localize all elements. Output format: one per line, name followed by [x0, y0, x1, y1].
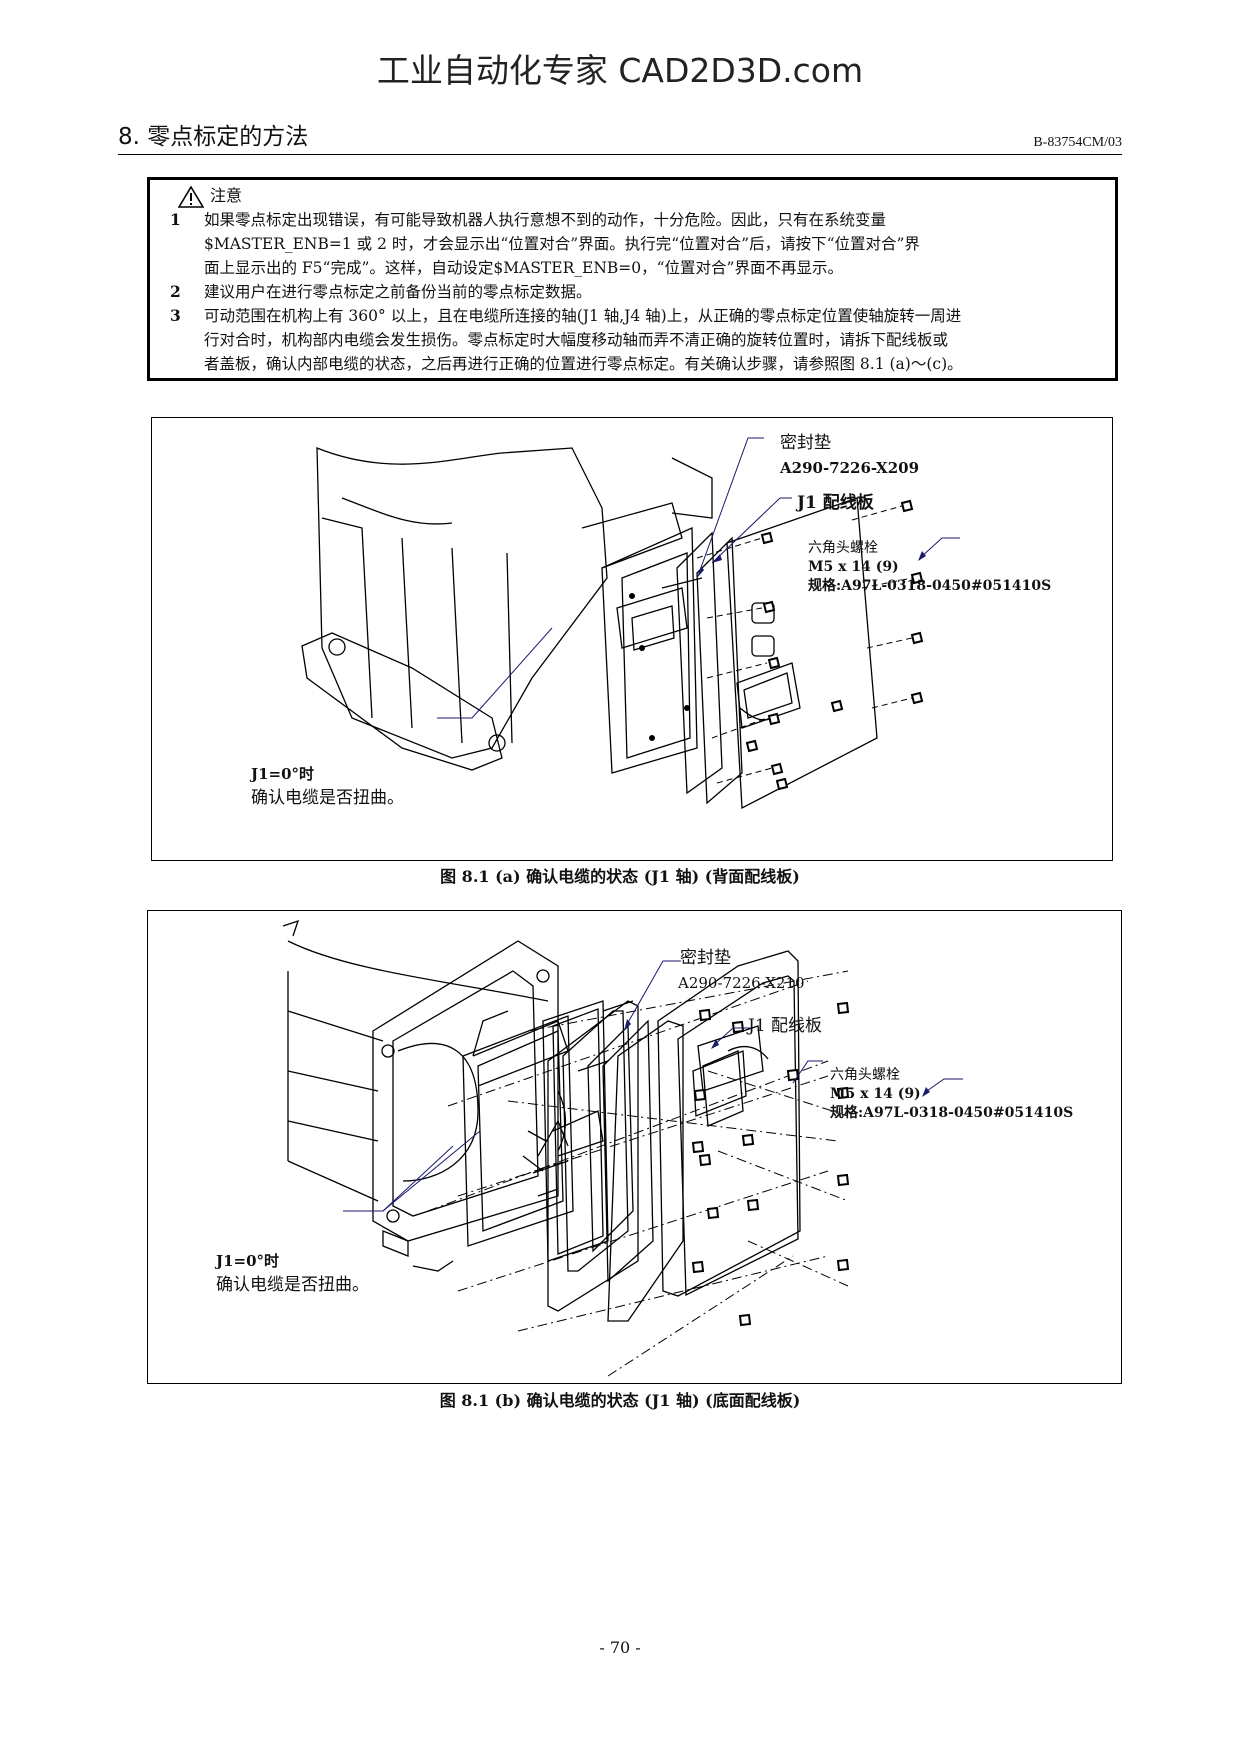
- caution-item-number: 2: [170, 282, 181, 301]
- caution-line: 可动范围在机构上有 360° 以上，且在电缆所连接的轴(J1 轴,J4 轴)上，…: [204, 307, 962, 325]
- figure-b-check-title: J1=0°时: [216, 1252, 280, 1270]
- chapter-title: 8. 零点标定的方法: [118, 124, 309, 150]
- caution-line: 行对合时，机构部内电缆会发生损伤。零点标定时大幅度移动轴而弄不清正确的旋转位置时…: [204, 331, 949, 349]
- figure-a-caption: 图 8.1 (a) 确认电缆的状态 (J1 轴) (背面配线板): [440, 867, 800, 886]
- caution-item-3: 3 可动范围在机构上有 360° 以上，且在电缆所连接的轴(J1 轴,J4 轴)…: [170, 304, 1103, 376]
- watermark: 工业自动化专家 CAD2D3D.com: [376, 51, 864, 90]
- figure-a-check-text: 确认电缆是否扭曲。: [251, 788, 404, 808]
- figure-b-seal-part: A290-7226-X210: [678, 974, 805, 992]
- caution-line: 如果零点标定出现错误，有可能导致机器人执行意想不到的动作，十分危险。因此，只有在…: [204, 211, 887, 229]
- caution-line: 面上显示出的 F5“完成”。这样，自动设定$MASTER_ENB=0，“位置对合…: [204, 259, 843, 277]
- figure-b-seal-label: 密封垫: [680, 948, 731, 968]
- figure-b-check-text: 确认电缆是否扭曲。: [216, 1275, 369, 1295]
- figure-b-bolt-label: 六角头螺栓: [830, 1067, 900, 1083]
- figure-a-seal-label: 密封垫: [780, 433, 831, 453]
- figure-a-bolt-label: 六角头螺栓: [808, 540, 878, 556]
- page-number: - 70 -: [599, 1638, 641, 1657]
- figure-a-seal-part: A290-7226-X209: [780, 459, 920, 477]
- figure-b-drawing: [282, 919, 963, 1377]
- warning-triangle-icon: [178, 186, 204, 208]
- figure-a-drawing: [301, 437, 960, 810]
- figure-b: 密封垫 A290-7226-X210 J1 配线板 六角头螺栓 M5 x 14 …: [147, 910, 1122, 1384]
- figure-a-bolt-spec: 规格:A97L-0318-0450#051410S: [808, 578, 1052, 594]
- figure-a-check-title: J1=0°时: [251, 765, 315, 783]
- caution-item-number: 3: [170, 306, 181, 325]
- caution-item-2: 2 建议用户在进行零点标定之前备份当前的零点标定数据。: [170, 280, 1103, 304]
- figure-a-board-label: J1 配线板: [797, 493, 874, 513]
- figure-b-bolt-size: M5 x 14 (9): [830, 1086, 921, 1102]
- caution-title: 注意: [210, 186, 243, 205]
- document-id: B-83754CM/03: [1033, 135, 1122, 150]
- figure-b-caption: 图 8.1 (b) 确认电缆的状态 (J1 轴) (底面配线板): [439, 1391, 801, 1410]
- caution-line: $MASTER_ENB=1 或 2 时，才会显示出“位置对合”界面。执行完“位置…: [204, 235, 920, 253]
- caution-item-number: 1: [170, 210, 181, 229]
- page-header: 8. 零点标定的方法 B-83754CM/03: [118, 124, 1122, 155]
- figure-b-bolt-spec: 规格:A97L-0318-0450#051410S: [830, 1105, 1074, 1121]
- caution-heading: 注意: [170, 184, 1103, 208]
- caution-box: 注意 1 如果零点标定出现错误，有可能导致机器人执行意想不到的动作，十分危险。因…: [147, 177, 1118, 381]
- caution-line: 建议用户在进行零点标定之前备份当前的零点标定数据。: [204, 283, 592, 301]
- figure-b-board-label: J1 配线板: [748, 1016, 823, 1036]
- caution-item-1: 1 如果零点标定出现错误，有可能导致机器人执行意想不到的动作，十分危险。因此，只…: [170, 208, 1103, 280]
- caution-line: 者盖板，确认内部电缆的状态，之后再进行正确的位置进行零点标定。有关确认步骤，请参…: [204, 355, 963, 373]
- figure-a: 密封垫 A290-7226-X209 J1 配线板 六角头螺栓 M5 x 14 …: [151, 417, 1113, 861]
- figure-a-bolt-size: M5 x 14 (9): [808, 559, 899, 575]
